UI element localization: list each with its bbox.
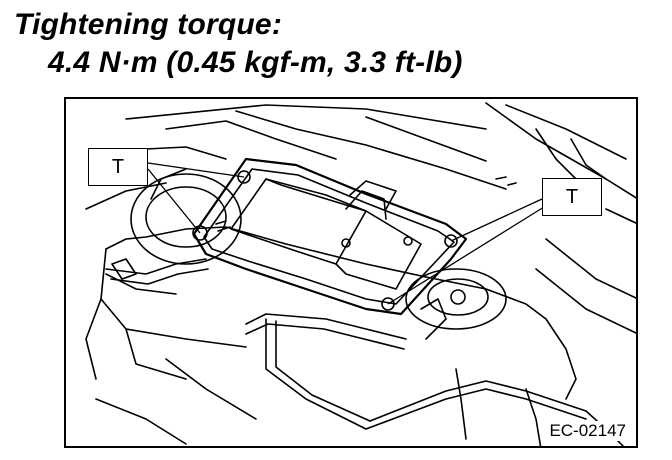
torque-heading: Tightening torque: (14, 8, 283, 41)
engine-bay-drawing (85, 102, 636, 446)
torque-callout-left: T (88, 148, 148, 186)
figure-code: EC-02147 (547, 421, 628, 441)
torque-callout-right: T (542, 178, 602, 216)
component-illustration: T T EC-02147 (64, 97, 638, 448)
torque-value: 4.4 N·m (0.45 kgf-m, 3.3 ft-lb) (48, 46, 463, 79)
